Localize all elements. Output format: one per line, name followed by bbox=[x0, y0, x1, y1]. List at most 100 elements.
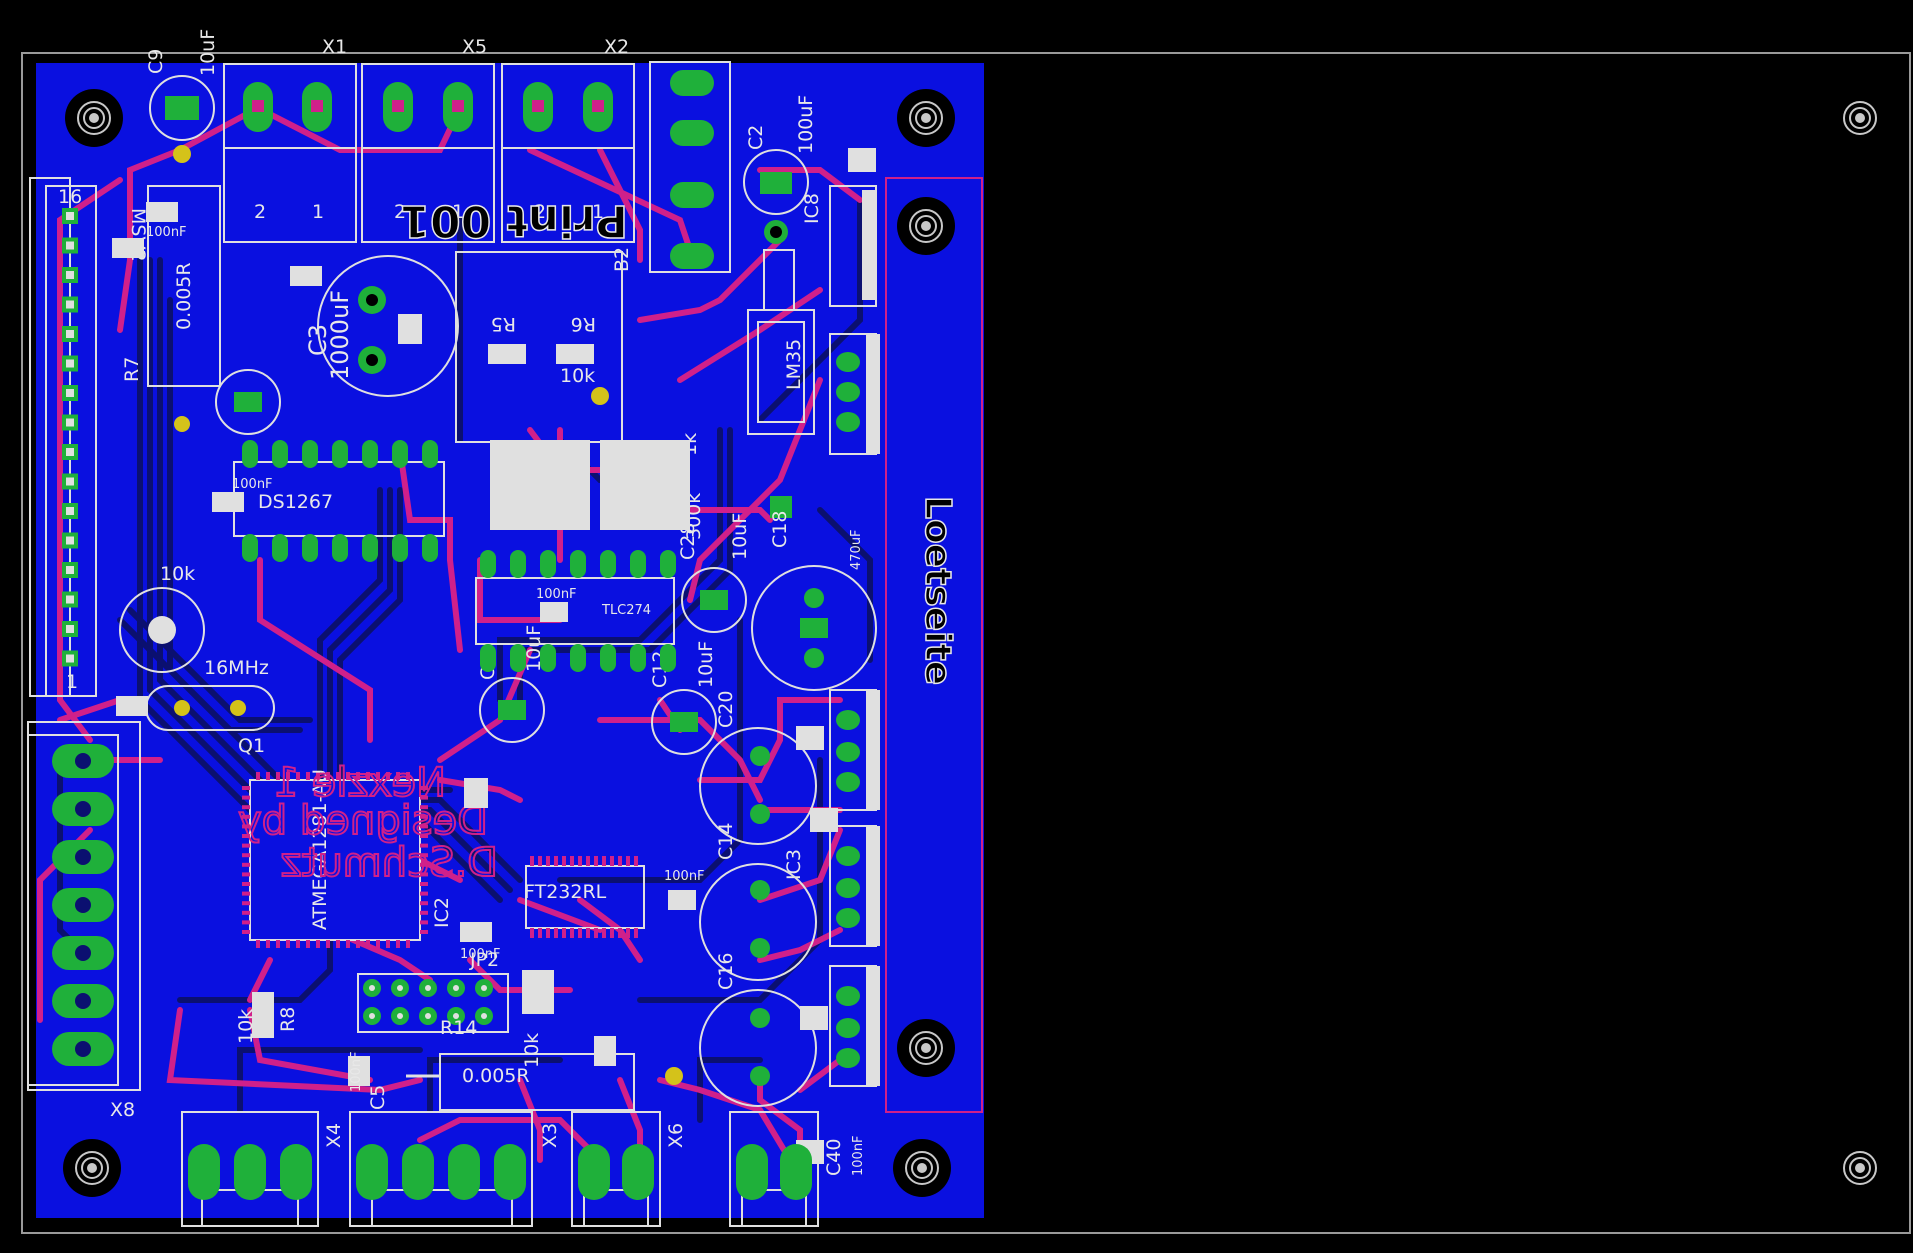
r7-shunt: 0.005R R7 bbox=[121, 185, 221, 432]
tlc274-label: TLC274 bbox=[601, 603, 651, 618]
atmega-pin bbox=[242, 872, 250, 877]
ds1267-pin bbox=[332, 440, 348, 468]
jp2-pin-hole bbox=[481, 985, 487, 991]
tlc274-pin bbox=[570, 550, 586, 578]
b2-rectifier: B2 bbox=[611, 61, 731, 273]
jp2-pin-hole bbox=[369, 985, 375, 991]
atmega-pin bbox=[376, 772, 380, 780]
ds1267-pin bbox=[272, 534, 288, 562]
atmega-pin bbox=[296, 772, 300, 780]
ft232-pin bbox=[554, 928, 558, 938]
ds1267-pin bbox=[332, 534, 348, 562]
ft232-pin bbox=[634, 856, 638, 866]
atmega-pin bbox=[420, 853, 428, 858]
lm35-label: LM35 bbox=[783, 339, 805, 390]
c3-capacitor: C3 1000uF bbox=[304, 255, 459, 397]
atmega-pin bbox=[286, 940, 290, 948]
ft232-pin bbox=[626, 928, 630, 938]
ft232-pin bbox=[610, 856, 614, 866]
jp2-pin-hole bbox=[453, 985, 459, 991]
q1-value: 16MHz bbox=[204, 657, 269, 679]
msv2-pad-center bbox=[66, 330, 74, 338]
smd-labels: 100nF 100nF 100nF 100nF 100nF 100nF 100n… bbox=[146, 225, 866, 1176]
atmega-pin bbox=[386, 772, 390, 780]
atmega-pin bbox=[242, 853, 250, 858]
atmega-pin bbox=[242, 882, 250, 886]
atmega-pin bbox=[256, 772, 260, 780]
ds1267-pin bbox=[422, 534, 438, 562]
ft232-pin bbox=[546, 928, 550, 938]
c14-label: C14 bbox=[715, 823, 737, 860]
ft232-pin bbox=[586, 856, 590, 866]
ft232-pin bbox=[602, 856, 606, 866]
tlc274-pin bbox=[480, 644, 496, 672]
tlc274-pin bbox=[600, 644, 616, 672]
c28-capacitor: C28 10uF bbox=[677, 513, 751, 633]
tlc274-chip: TLC274 bbox=[475, 550, 676, 672]
atmega-pin bbox=[346, 772, 350, 780]
ft232-pin bbox=[530, 856, 534, 866]
atmega-pin bbox=[306, 772, 310, 780]
atmega-pin bbox=[242, 862, 250, 867]
msv2-pad-center bbox=[66, 359, 74, 368]
lm35-sensor: LM35 bbox=[747, 249, 815, 518]
r6-label: R6 bbox=[571, 313, 596, 335]
ft232-pin bbox=[538, 856, 542, 866]
atmega-pin bbox=[242, 843, 250, 848]
c2-capacitor: C2 100uF bbox=[743, 95, 817, 244]
msv2-pad-center bbox=[66, 448, 74, 456]
msv2-pad-center bbox=[66, 625, 74, 633]
ds1267-chip: DS1267 bbox=[233, 440, 445, 562]
atmega-pin bbox=[276, 940, 280, 948]
svg-text:100nF: 100nF bbox=[146, 225, 187, 240]
x1-label: X1 bbox=[322, 36, 347, 58]
msv2-pad-center bbox=[66, 654, 74, 663]
atmega-pin bbox=[286, 772, 290, 780]
ft232-pin bbox=[602, 928, 606, 938]
x1-terminal: X1 2 1 bbox=[223, 36, 357, 243]
atmega-pin bbox=[242, 834, 250, 838]
msv2-pad-center bbox=[66, 595, 74, 604]
atmega-pin bbox=[326, 940, 330, 948]
x8-pad-hole bbox=[75, 897, 91, 913]
x6-label: X6 bbox=[665, 1123, 687, 1148]
atmega-pin bbox=[420, 901, 428, 906]
ds1267-pin bbox=[392, 534, 408, 562]
tlc274-pin bbox=[600, 550, 616, 578]
board-outline bbox=[21, 52, 1911, 1234]
ft232-pin bbox=[578, 856, 582, 866]
ft232-pin bbox=[562, 928, 566, 938]
atmega-pin bbox=[242, 795, 250, 800]
r5-label: R5 bbox=[491, 313, 516, 335]
atmega-pin bbox=[420, 891, 428, 896]
atmega-pin bbox=[266, 772, 270, 780]
mounting-holes bbox=[63, 89, 1877, 1197]
q1-label: Q1 bbox=[238, 735, 265, 757]
x2-pin1: 1 bbox=[592, 201, 604, 223]
c8-capacitor bbox=[215, 369, 281, 435]
jp2-pin-hole bbox=[453, 1013, 459, 1019]
ic2-label: IC2 bbox=[431, 897, 453, 928]
x6-connector: X6 bbox=[571, 1111, 687, 1227]
x8-pad-hole bbox=[75, 849, 91, 865]
x2-pin2: 2 bbox=[534, 201, 546, 223]
x2-label: X2 bbox=[604, 36, 629, 58]
atmega-pin bbox=[242, 910, 250, 915]
atmega-pin bbox=[316, 772, 320, 780]
c2-label: C2 bbox=[745, 125, 767, 150]
ft232-pin bbox=[594, 928, 598, 938]
tlc274-pin bbox=[510, 550, 526, 578]
smd-footprints bbox=[112, 148, 876, 1164]
c28-value: 10uF bbox=[729, 513, 751, 560]
c18-label: C18 bbox=[769, 511, 791, 548]
atmega-pin bbox=[242, 891, 250, 896]
atmega-pin bbox=[242, 805, 250, 810]
loetseite-frame bbox=[885, 177, 983, 1113]
tlc274-pin bbox=[540, 550, 556, 578]
atmega-pin bbox=[306, 940, 310, 948]
msv2-pad-center bbox=[66, 536, 74, 545]
atmega-pin bbox=[366, 940, 370, 948]
atmega-pin bbox=[356, 940, 360, 948]
atmega-pin bbox=[420, 843, 428, 848]
